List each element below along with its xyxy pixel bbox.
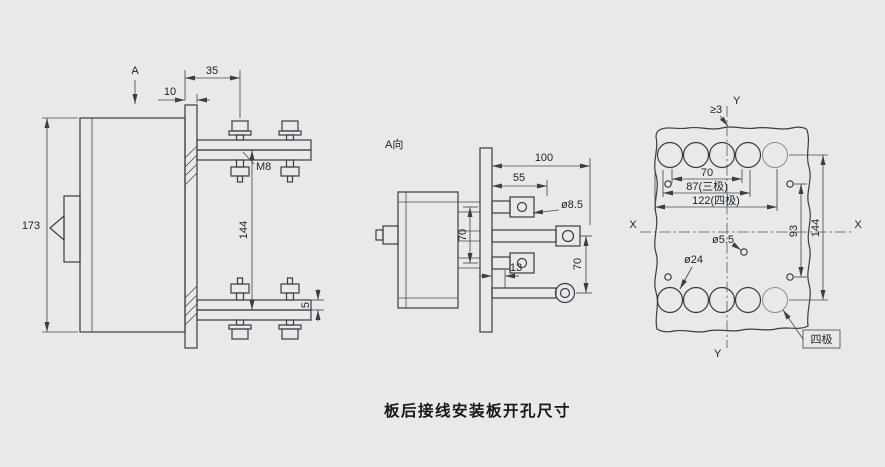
plate-view: X X Y Y ≥3 [629,95,862,360]
dim-144: 144 [238,221,250,239]
mounting-holes [664,180,794,281]
dim-13: 13 [510,262,522,274]
terminal-top [196,120,312,183]
axis-x-left-label: X [629,219,637,231]
four-pole-callout: 四极 [782,309,841,349]
pole-hole-4pole-bottom [762,287,788,313]
axis-x-right-label: X [854,219,862,231]
drawing-caption: 板后接线安装板开孔尺寸 [383,403,571,420]
dim-70-left: 70 [457,229,469,241]
bolt-spec-label: M8 [256,161,271,173]
dim-70-right: 70 [572,258,584,270]
dim-87: 87(三极) [686,179,728,193]
terminal-bottom [196,277,312,340]
dim-35: 35 [206,65,218,77]
axis-y-bottom-label: Y [714,348,722,360]
mounting-plate-side [184,104,198,349]
technical-drawing: A [22,65,863,360]
plate-view-dimensions: ≥3 70 87(三极) 122(四极) ø5.5 ø24 [654,104,828,301]
dim-55: 55 [513,172,525,184]
dim-122: 122(四极) [692,193,740,207]
view-a-label: A向 [385,137,403,151]
pole-holes-top [656,141,788,169]
dim-93: 93 [788,225,800,237]
dim-70: 70 [701,167,713,179]
plate-hatching [184,145,198,326]
dim-hole-85: ø8.5 [561,199,583,211]
front-view-dimensions: 100 55 ø8.5 70 70 13 [457,152,592,294]
pole-hole-4pole-top [762,142,788,168]
side-view-dimensions: 35 10 173 144 5 M8 [22,65,324,333]
mounting-plate-outline [654,126,811,333]
breaker-body-front [375,191,459,309]
view-direction-label: A [131,65,139,77]
dim-hole-55: ø5.5 [712,234,734,246]
dim-10: 10 [164,86,176,98]
four-pole-label: 四极 [811,332,833,346]
dim-hole-24: ø24 [684,254,703,266]
side-view: A [22,65,324,349]
dim-173: 173 [22,220,40,232]
breaker-body-side [49,117,186,333]
dim-100: 100 [535,152,553,164]
terminals-front [491,196,581,304]
handle-pointer [49,214,65,242]
dim-144-plate: 144 [810,219,822,237]
front-view: A向 [375,137,592,333]
dim-5: 5 [300,302,312,308]
dim-min3: ≥3 [710,104,722,116]
mounting-plate-front [479,147,493,333]
pole-holes-bottom [656,286,788,314]
axis-y-top-label: Y [733,95,741,107]
